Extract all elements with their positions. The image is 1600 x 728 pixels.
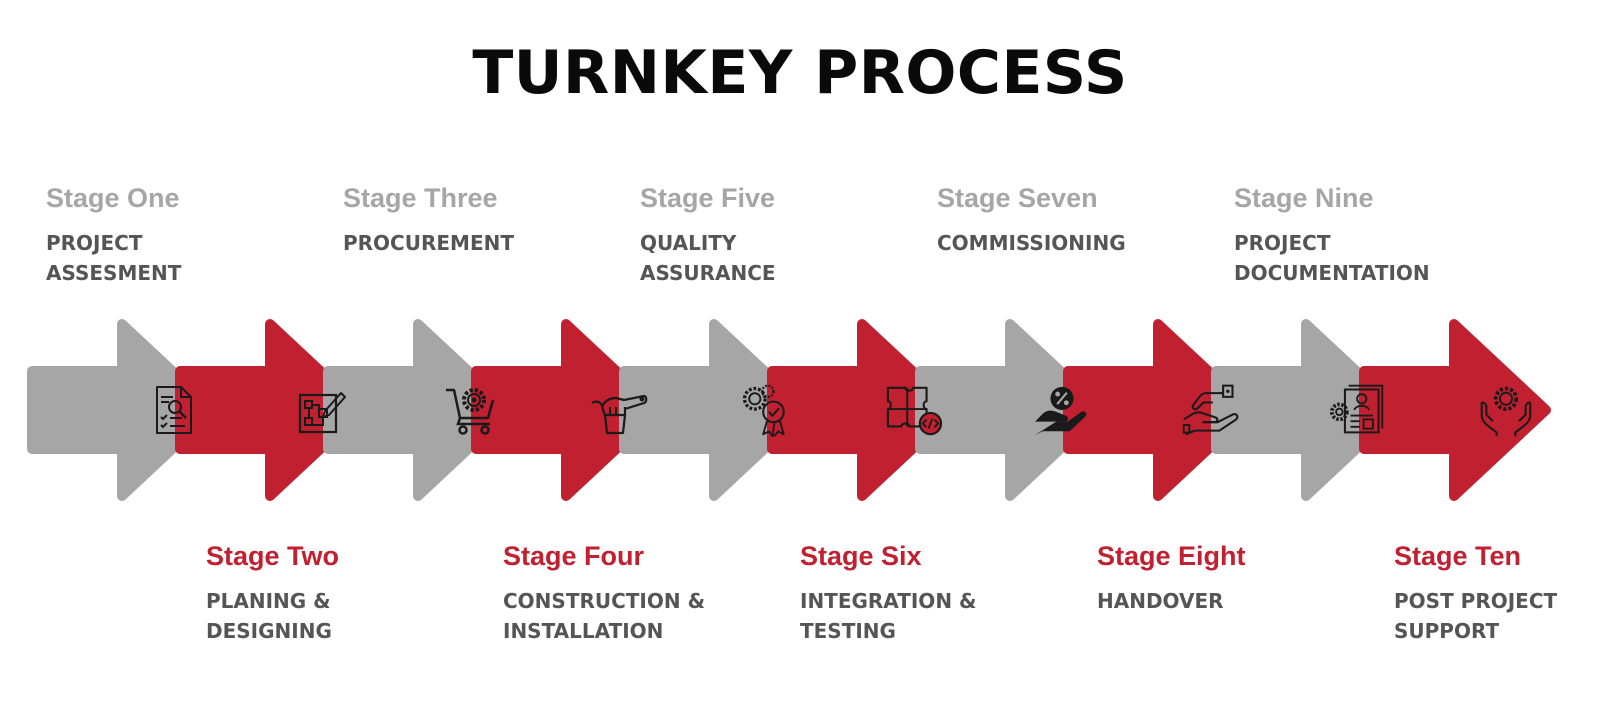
stage-title: Stage Four — [503, 541, 645, 571]
stage-arrow-1 — [27, 319, 219, 501]
stage-title: Stage Five — [640, 183, 776, 213]
stage-description: COMMISSIONING — [937, 231, 1126, 255]
stage-arrow-9 — [1211, 319, 1403, 501]
stage-arrow-10 — [1359, 319, 1551, 501]
stage-arrow-8 — [1063, 319, 1255, 501]
stage-arrow-4 — [471, 319, 663, 501]
stage-description: QUALITY ASSURANCE — [640, 231, 776, 285]
stage-title: Stage Nine — [1234, 183, 1374, 213]
page-title: TURNKEY PROCESS — [472, 38, 1128, 108]
stage-arrow-6 — [767, 319, 959, 501]
stage-description: PLANING & DESIGNING — [206, 589, 332, 643]
stage-description: PROJECT DOCUMENTATION — [1234, 231, 1430, 285]
stage-title: Stage One — [46, 183, 180, 213]
stage-arrow-5 — [619, 319, 811, 501]
stage-description: CONSTRUCTION & INSTALLATION — [503, 589, 706, 643]
stage-title: Stage Six — [800, 541, 922, 571]
stage-title: Stage Seven — [937, 183, 1098, 213]
stage-arrow-2 — [175, 319, 367, 501]
stage-description: PROJECT ASSESMENT — [46, 231, 182, 285]
stage-description: PROCUREMENT — [343, 231, 514, 255]
stage-description: POST PROJECT SUPPORT — [1394, 589, 1558, 643]
stage-description: HANDOVER — [1097, 589, 1224, 613]
stage-title: Stage Two — [206, 541, 340, 571]
stage-arrow-3 — [323, 319, 515, 501]
stage-title: Stage Eight — [1097, 541, 1246, 571]
stage-arrow-7 — [915, 319, 1107, 501]
stage-title: Stage Ten — [1394, 541, 1522, 571]
stage-description: INTEGRATION & TESTING — [800, 589, 977, 643]
stage-title: Stage Three — [343, 183, 498, 213]
